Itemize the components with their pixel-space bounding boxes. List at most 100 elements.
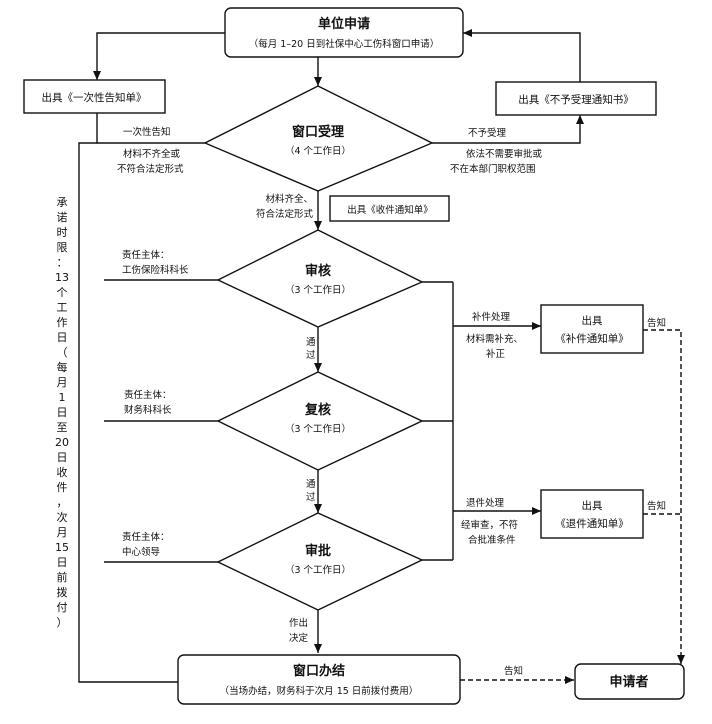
reject-notice-to-apply-arrow [463,29,581,82]
reject-reason-2: 不在本部门职权范围 [450,163,536,175]
reject-notice-node: 出具《不予受理通知书》 [495,81,657,116]
window-finish-node: 窗口办结 （当场办结，财务科于次月 15 日前拨付费用） [177,654,461,705]
recheck-diamond [216,371,424,471]
supplement-notify-dashed-arrow [643,329,685,664]
unit-apply-node: 单位申请 （每月 1–20 日到社保中心工伤科窗口申请） [224,7,464,58]
approve-diamond [216,512,424,611]
return-reason-2: 合批准条件 [468,534,516,546]
side-text-char: 前 [57,570,68,584]
side-text-char: 拨 [57,585,68,599]
side-text-char: 日 [57,556,68,569]
supplement-label: 补件处理 [472,311,511,323]
review-sub: （3 个工作日） [285,284,351,296]
supplement-notice-line1: 出具 [582,314,603,327]
review-resp-2: 工伤保险科科长 [122,264,189,276]
recheck-sub: （3 个工作日） [285,423,351,435]
side-text-char: 20 [55,436,69,449]
side-text-char: 至 [57,421,68,434]
applicant-label: 申请者 [609,674,648,690]
finish-to-accept-loop-line [78,142,178,683]
approve-resp-1: 责任主体： [122,531,170,543]
side-text-char: 日 [57,331,68,344]
side-text-char: 每 [57,360,68,374]
review-resp-1: 责任主体： [122,249,170,261]
side-text-char: 次 [57,510,68,524]
connectors [78,29,685,684]
return-notice-node: 出具 《退件通知单》 [540,489,644,539]
receipt-notice-label: 出具《收件通知单》 [347,204,433,216]
notify-label-1: 告知 [647,317,666,329]
pass1-char-1: 通 [306,337,316,348]
side-text-char: 月 [57,376,68,389]
side-text-char: 承 [57,196,68,209]
side-text-char: 个 [57,286,68,299]
side-text-char: 日 [57,406,68,419]
once-notify-reason-1: 材料不齐全或 [123,148,181,160]
once-notify-label: 一次性告知 [123,126,171,138]
side-text-char: 付 [57,601,68,614]
notify-label-3: 告知 [504,665,523,677]
reject-reason-1: 依法不需要审批或 [466,148,543,160]
supplement-reason-2: 补正 [486,348,506,360]
once-notice-box [23,79,166,114]
side-text-char: 月 [57,526,68,539]
receipt-notice-node: 出具《收件通知单》 [329,195,450,222]
receipt-notice-box [329,195,450,222]
return-notice-line1: 出具 [582,499,603,512]
accept-to-reject-notice-arrow [432,115,584,144]
window-accept-title: 窗口受理 [292,124,344,140]
reject-notice-box [495,81,657,116]
once-notify-reason-2: 不符合法定形式 [117,163,184,175]
side-text-char: 1 [59,391,66,404]
unit-apply-box [224,7,464,58]
return-label: 退件处理 [466,497,505,509]
side-text-char: 限 [57,241,68,254]
window-finish-sub: （当场办结，财务科于次月 15 日前拨付费用） [220,685,419,697]
once-notice-label: 出具《一次性告知单》 [42,91,147,104]
side-text-char: 工 [57,301,68,314]
side-text-char: 时 [57,226,68,239]
complete-label-2: 符合法定形式 [256,208,314,220]
pass2-char-2: 过 [306,491,316,503]
return-notice-line2: 《退件通知单》 [555,517,629,530]
recheck-resp-1: 责任主体： [124,389,172,401]
approve-node: 审批 （3 个工作日） [216,512,424,611]
side-text-char: （ [57,346,68,359]
reject-notice-label: 出具《不予受理通知书》 [518,93,634,106]
return-notice-box [540,489,644,539]
notify-label-2: 告知 [647,500,666,512]
side-text-char: 日 [57,451,68,464]
window-finish-title: 窗口办结 [293,663,345,679]
side-text-char: 收 [57,465,68,479]
pass1-char-2: 过 [306,349,316,361]
supplement-notice-node: 出具 《补件通知单》 [540,304,644,354]
approve-resp-2: 中心领导 [122,546,160,558]
recheck-node: 复核 （3 个工作日） [216,371,424,471]
window-accept-diamond [203,85,434,192]
side-text-char: 15 [55,541,69,554]
unit-apply-title: 单位申请 [318,16,370,32]
decide-label-1: 作出 [289,617,308,629]
approve-title: 审批 [305,543,331,559]
review-node: 审核 （3 个工作日） [216,229,424,328]
window-accept-node: 窗口受理 （4 个工作日） [203,85,434,192]
applicant-box [574,663,685,700]
side-text-char: 13 [55,271,69,284]
pass2-char-1: 通 [306,479,316,490]
complete-label-1: 材料齐全、 [265,193,313,205]
approve-sub: （3 个工作日） [285,564,351,576]
once-notice-node: 出具《一次性告知单》 [23,79,166,114]
recheck-title: 复核 [304,402,331,418]
side-text-char: ） [57,616,68,629]
window-accept-sub: （4 个工作日） [285,145,351,157]
decide-label-2: 决定 [289,632,309,644]
return-reason-1: 经审查，不符 [461,519,518,531]
apply-to-once-notice-arrow [93,32,225,80]
unit-apply-sub: （每月 1–20 日到社保中心工伤科窗口申请） [249,38,439,50]
reject-label: 不予受理 [468,127,507,139]
supplement-notice-box [540,304,644,354]
side-text-char: 件 [57,481,68,494]
supplement-notice-line2: 《补件通知单》 [555,332,629,345]
